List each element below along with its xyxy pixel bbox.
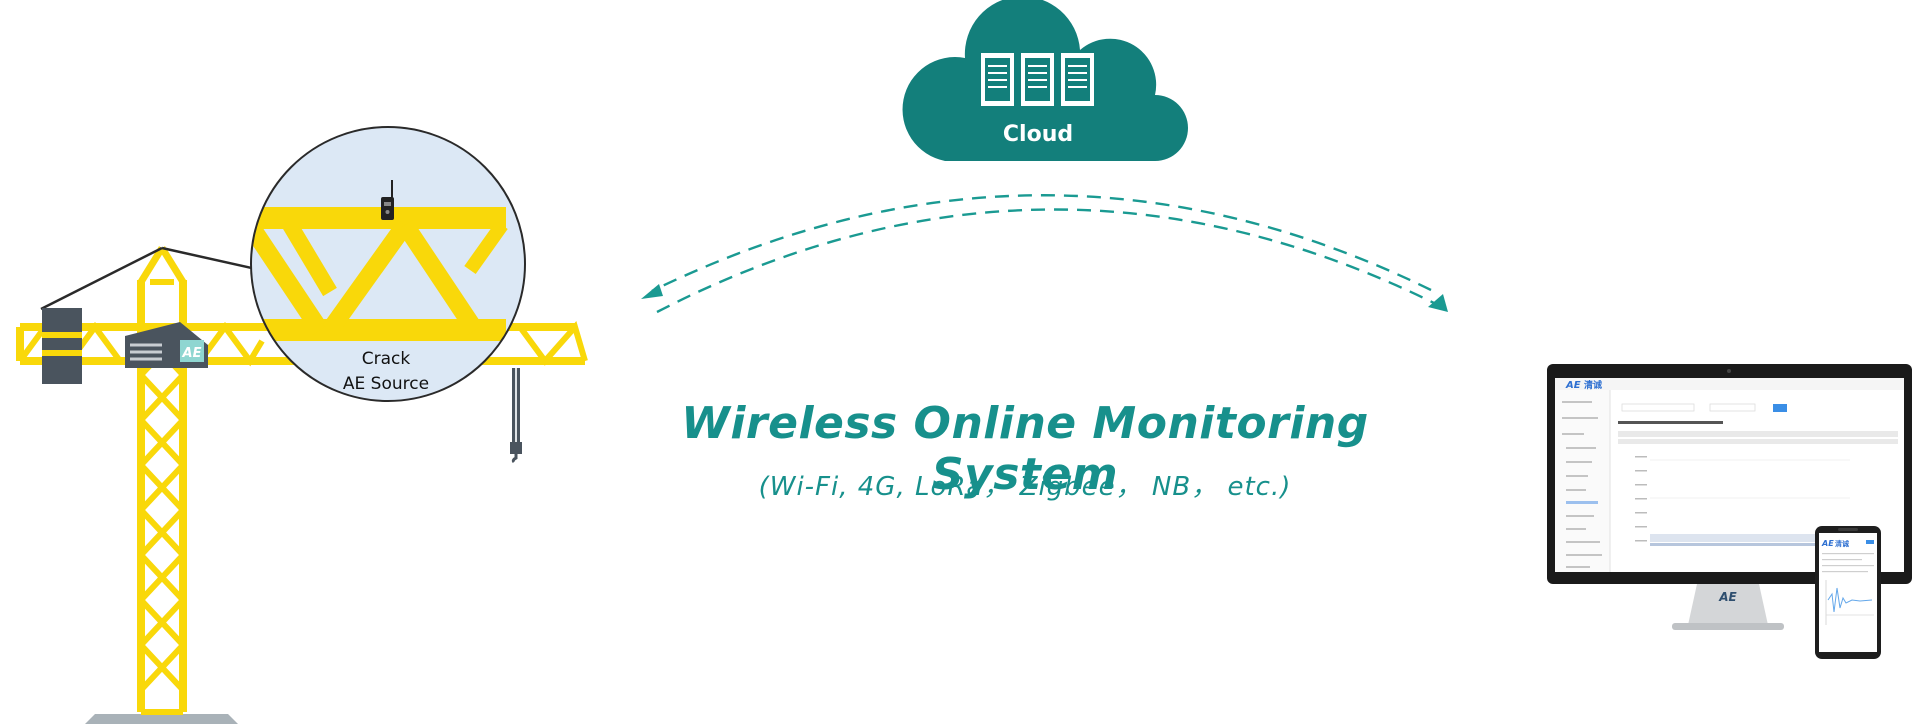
server-icon — [981, 53, 1094, 106]
zoom-label-crack: Crack — [362, 349, 411, 369]
smartphone: AE 清诚 — [1815, 526, 1881, 659]
svg-text:清诚: 清诚 — [1584, 379, 1602, 391]
crane-cab: AE — [125, 322, 208, 368]
monitor-logo: AE — [1718, 590, 1737, 604]
ae-sensor-icon — [381, 180, 394, 220]
svg-text:清诚: 清诚 — [1835, 539, 1849, 548]
crane-hook — [510, 368, 522, 464]
crane-cable-right — [161, 246, 266, 273]
download-arc — [651, 194, 1432, 293]
upload-arc — [656, 208, 1449, 314]
dashboard-screenshot: AE 清诚 — [1555, 378, 1904, 572]
svg-text:AE: AE — [1821, 539, 1834, 548]
crane-base — [85, 714, 238, 724]
arrowhead-right-icon — [1428, 294, 1448, 312]
phone-screen — [1819, 533, 1877, 652]
cloud: Cloud — [902, 0, 1188, 161]
crane-cable-left — [40, 246, 163, 311]
arrowhead-left-icon — [641, 284, 663, 299]
tower-crane: AE — [16, 246, 588, 724]
cloud-label: Cloud — [1003, 122, 1073, 147]
system-title: Wireless Online Monitoring System — [681, 398, 1369, 500]
crane-mast — [136, 246, 188, 715]
zoom-label-source: AE Source — [343, 374, 429, 394]
ae-logo-icon — [180, 340, 204, 362]
zoomed-truss — [251, 207, 508, 341]
data-link-arrows — [651, 194, 1449, 314]
svg-text:AE: AE — [182, 346, 202, 361]
system-subtitle: (Wi-Fi, 4G, LoRa， Zigbee， NB， etc.) — [758, 472, 1292, 502]
svg-text:AE: AE — [1565, 380, 1581, 391]
counterweight — [42, 308, 82, 384]
zoom-detail: Crack AE Source — [250, 126, 526, 402]
